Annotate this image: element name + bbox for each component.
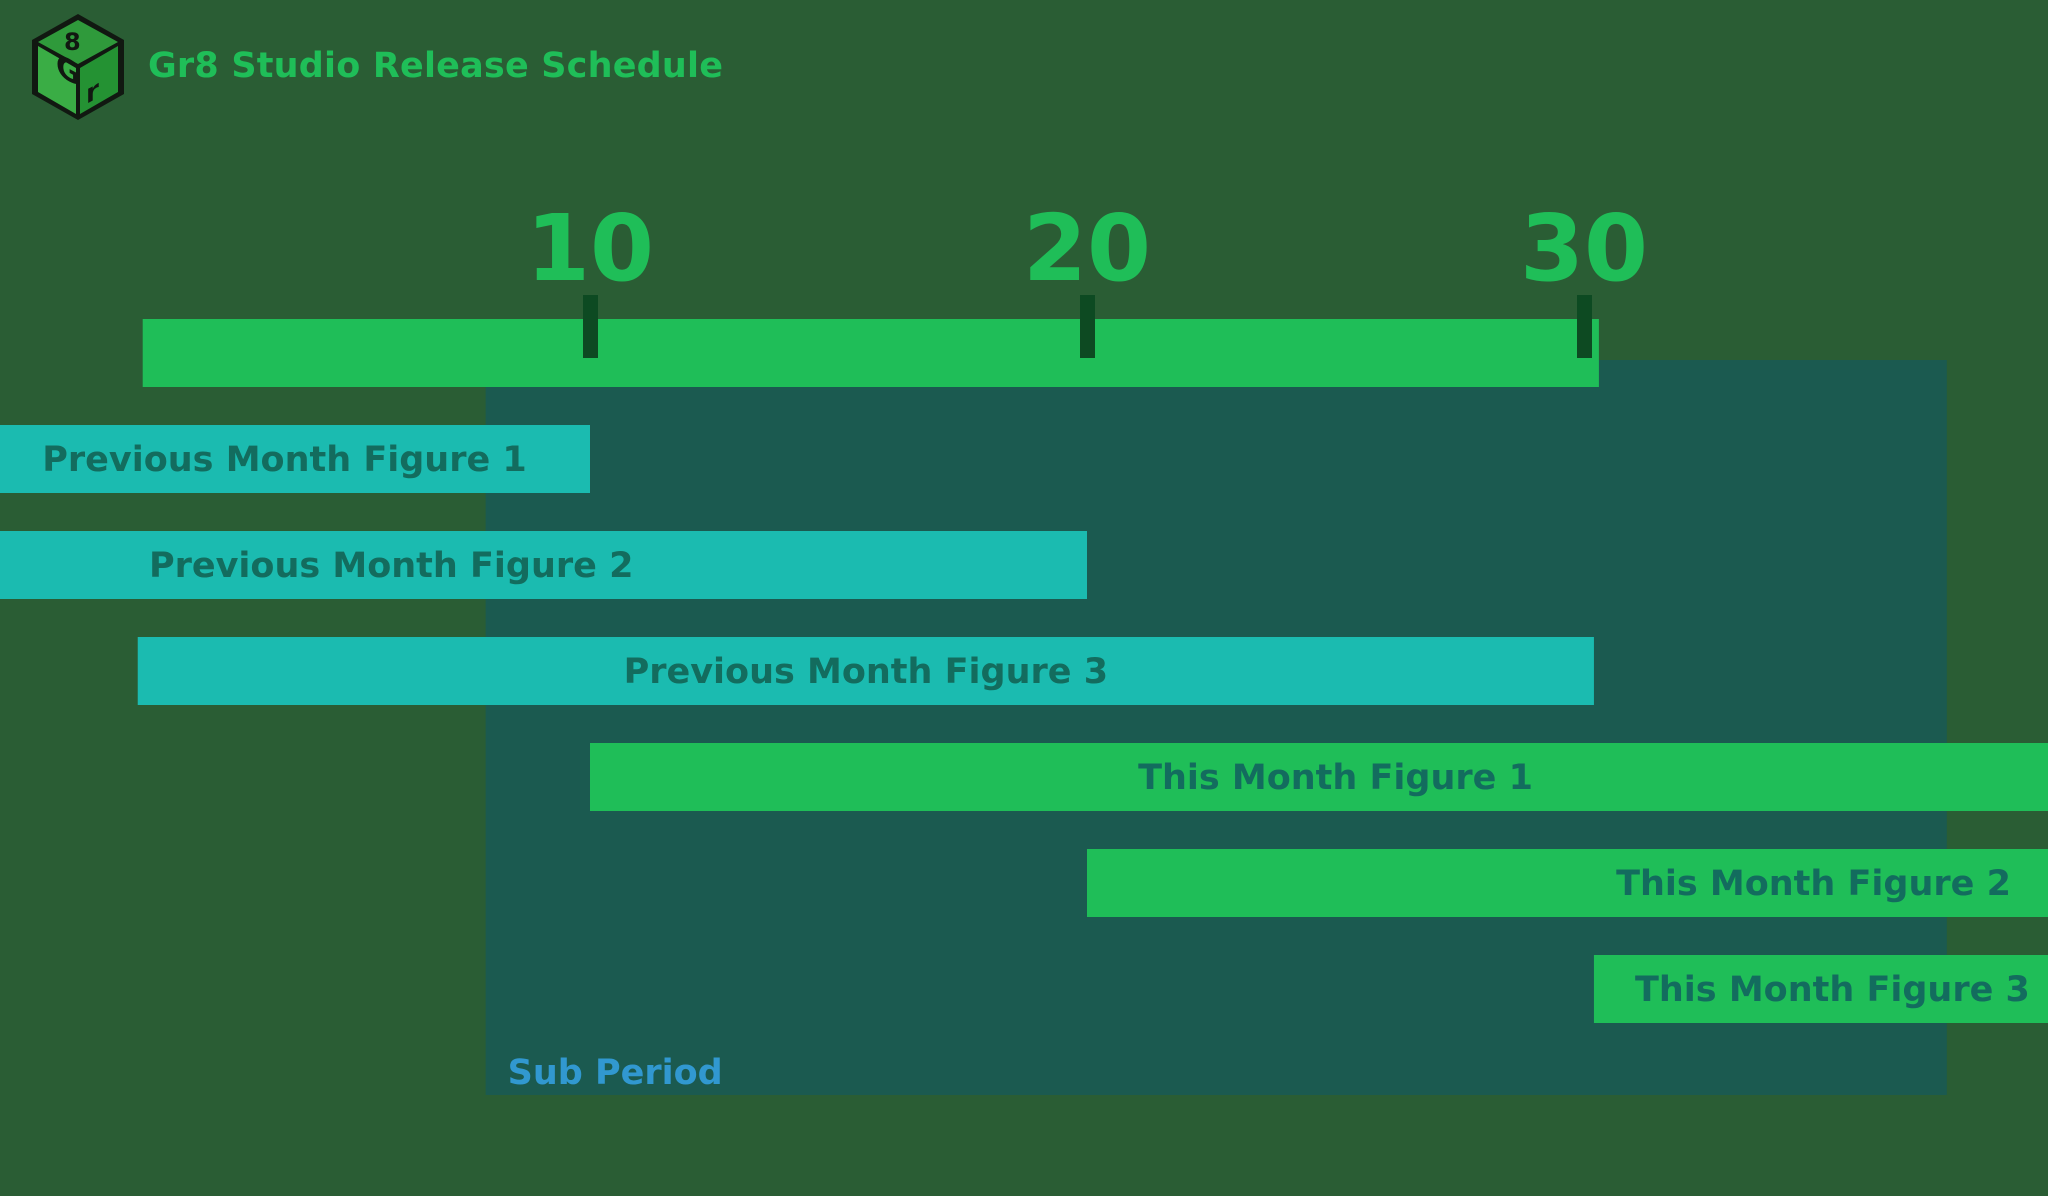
task-label: Previous Month Figure 1 xyxy=(42,440,526,480)
task-bar xyxy=(1593,955,2048,1023)
svg-text:r: r xyxy=(86,73,99,111)
sub-period-label: Sub Period xyxy=(508,1053,723,1093)
task-bar xyxy=(137,637,1594,705)
task-bar xyxy=(0,531,1087,599)
page-header: G r 8 Gr8 Studio Release Schedule xyxy=(26,10,723,122)
timeline-bar xyxy=(142,319,1599,387)
task-label: This Month Figure 2 xyxy=(1616,864,2011,904)
tick-label-10: 10 xyxy=(526,195,654,302)
tick-mark-20 xyxy=(1080,295,1095,358)
task-label: This Month Figure 1 xyxy=(1138,758,1533,798)
page-title: Gr8 Studio Release Schedule xyxy=(148,46,724,86)
task-bar xyxy=(590,743,2048,811)
svg-text:8: 8 xyxy=(64,28,81,56)
tick-mark-10 xyxy=(583,295,598,358)
tick-label-20: 20 xyxy=(1023,195,1151,302)
tick-label-30: 30 xyxy=(1520,195,1648,302)
task-label: Previous Month Figure 2 xyxy=(149,546,633,586)
task-label: This Month Figure 3 xyxy=(1635,970,2030,1010)
task-bars: Previous Month Figure 1 Previous Month Fi… xyxy=(0,425,2048,1023)
tick-mark-30 xyxy=(1577,295,1592,358)
timeline-ticks: 10 20 30 xyxy=(526,195,1648,358)
gr8-logo-icon: G r 8 xyxy=(32,14,124,120)
task-label: Previous Month Figure 3 xyxy=(624,652,1108,692)
task-bar xyxy=(1087,849,2048,917)
task-bar xyxy=(0,425,590,493)
